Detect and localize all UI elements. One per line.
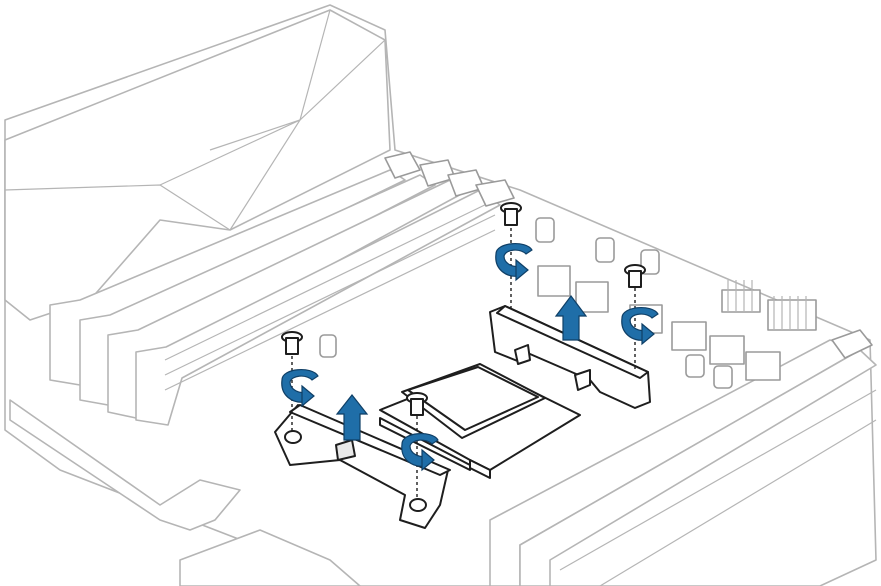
rotate-counterclockwise-icon [495,243,533,282]
pcie-slots [489,329,877,586]
screw-set [281,202,646,500]
screw-icon [624,264,646,372]
motherboard [4,4,877,586]
right-heatsink-bracket [489,305,651,409]
rotate-counterclockwise-icon [281,369,319,408]
rotation-arrows [281,243,659,472]
io-shroud [4,9,391,321]
screw-icon [500,202,522,310]
screw-icon [281,331,303,432]
pin-headers [721,280,817,331]
rotate-counterclockwise-icon [621,307,659,346]
arrow-up-icon [335,394,369,441]
cpu-socket [379,363,581,479]
pcie-slot-left [9,399,241,531]
arrow-up-icon [554,295,588,341]
lift-arrows [335,295,588,441]
rotate-counterclockwise-icon [401,433,439,472]
memory-slots [49,151,515,426]
